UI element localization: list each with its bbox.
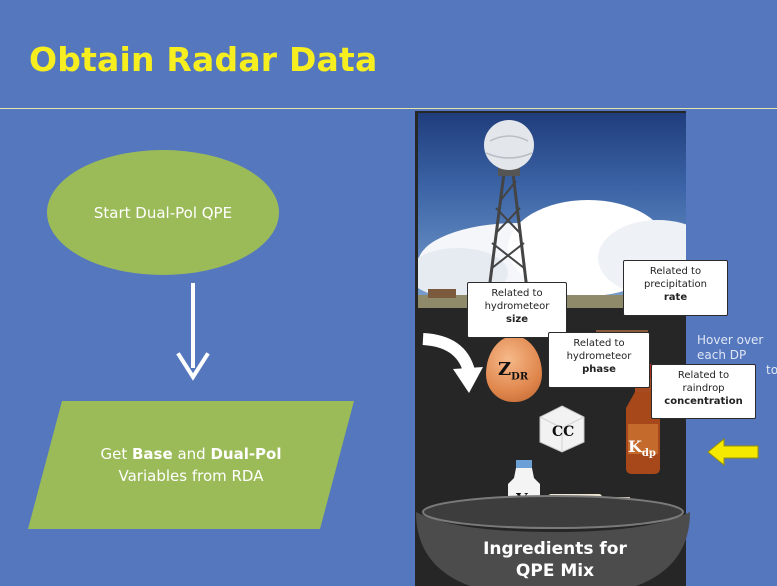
pointer-arrow-icon xyxy=(707,437,759,467)
title-divider xyxy=(0,108,777,109)
zdr-callout: Related to hydrometeor size xyxy=(467,282,567,338)
cc-sugar-cube[interactable] xyxy=(538,404,586,454)
kdp-callout: Related to raindrop concentration xyxy=(651,364,756,419)
process-node xyxy=(28,401,354,529)
process-line-2: Variables from RDA xyxy=(118,467,264,485)
start-node-label: Start Dual-Pol QPE xyxy=(93,203,233,222)
zdr-egg[interactable]: ZDR xyxy=(486,336,542,402)
flow-arrow-shaft xyxy=(191,283,195,368)
rate-callout: Related to precipitation rate xyxy=(623,260,728,316)
flow-arrow-down-icon xyxy=(176,352,210,381)
base-keyword: Base xyxy=(132,445,173,463)
process-line-1: Get Base and Dual-Pol xyxy=(100,445,282,463)
stir-arrow-icon xyxy=(422,333,483,393)
zdr-symbol: ZDR xyxy=(498,359,529,383)
slide-title: Obtain Radar Data xyxy=(29,40,378,79)
bowl-label: Ingredients for QPE Mix xyxy=(483,539,627,581)
start-node: Start Dual-Pol QPE xyxy=(47,150,279,275)
mixing-bowl xyxy=(416,495,690,586)
cc-callout: Related to hydrometeor phase xyxy=(548,332,650,388)
process-node-label: Get Base and Dual-Pol Variables from RDA xyxy=(28,401,354,529)
dualpol-keyword: Dual-Pol xyxy=(210,445,282,463)
cc-symbol: CC xyxy=(552,424,575,440)
kdp-symbol: Kdp xyxy=(628,437,656,460)
